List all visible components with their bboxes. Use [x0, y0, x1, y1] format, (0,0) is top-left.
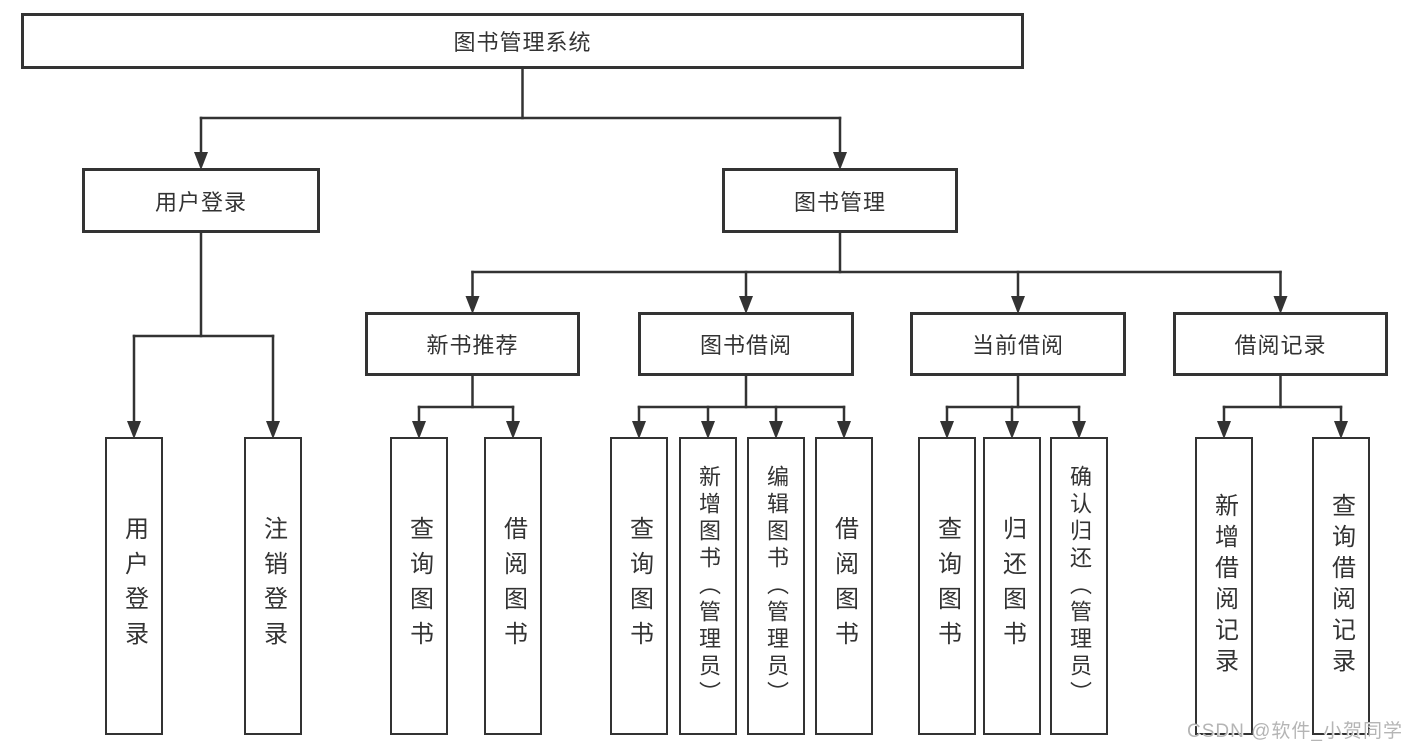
node-borrowing-records: 借阅记录	[1173, 312, 1388, 376]
watermark: CSDN @软件_小贺同学	[1187, 721, 1403, 742]
node-confirm-return-admin: 确认归还（管理员）	[1050, 437, 1108, 735]
node-borrow-books: 借阅图书	[815, 437, 873, 735]
node-query-books-current: 查询图书	[918, 437, 976, 735]
node-query-borrow-record: 查询借阅记录	[1312, 437, 1370, 735]
node-query-books-recommend: 查询图书	[390, 437, 448, 735]
node-add-books-admin: 新增图书（管理员）	[679, 437, 737, 735]
node-book-management: 图书管理	[722, 168, 958, 233]
node-library-management-system: 图书管理系统	[21, 13, 1024, 69]
node-book-borrowing: 图书借阅	[638, 312, 854, 376]
node-current-borrowing: 当前借阅	[910, 312, 1126, 376]
node-add-borrow-record: 新增借阅记录	[1195, 437, 1253, 735]
node-query-books-borrow: 查询图书	[610, 437, 668, 735]
node-borrow-books-recommend: 借阅图书	[484, 437, 542, 735]
node-logout: 注销登录	[244, 437, 302, 735]
node-return-books: 归还图书	[983, 437, 1041, 735]
node-edit-books-admin: 编辑图书（管理员）	[747, 437, 805, 735]
node-user-login-leaf: 用户登录	[105, 437, 163, 735]
node-new-book-recommendation: 新书推荐	[365, 312, 580, 376]
node-user-login: 用户登录	[82, 168, 320, 233]
